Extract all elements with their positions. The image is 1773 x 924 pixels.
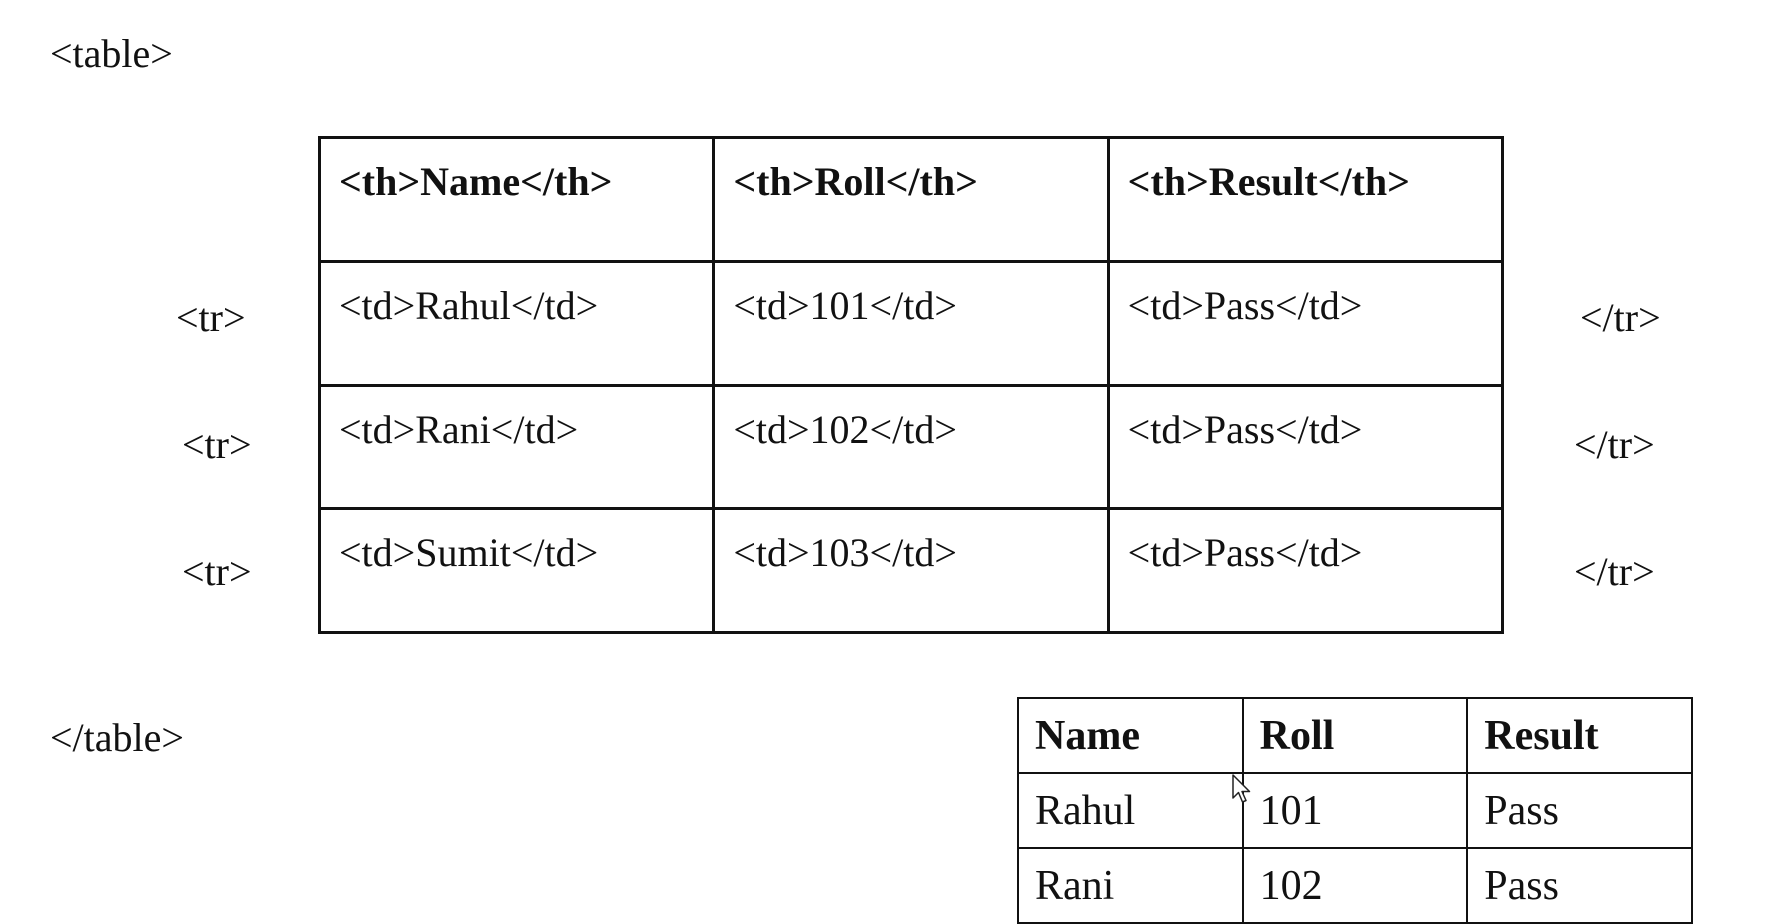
mouse-pointer-icon <box>1232 774 1251 803</box>
tr-open-label-1: <tr> <box>176 295 246 340</box>
diagram-cell: <td>101</td> <box>712 259 1110 387</box>
result-cell: 101 <box>1241 772 1469 849</box>
diagram-cell: <td>Sumit</td> <box>317 507 716 634</box>
diagram-cell: <td>Pass</td> <box>1106 507 1505 634</box>
tr-open-label-2: <tr> <box>182 422 252 467</box>
diagram-row: <td>Rani</td> <td>102</td> <td>Pass</td> <box>317 383 1505 511</box>
result-cell: Rahul <box>1017 772 1244 849</box>
diagram-cell: <td>Pass</td> <box>1106 259 1505 387</box>
result-header-cell: Name <box>1017 697 1244 774</box>
tr-close-label-3: </tr> <box>1574 549 1655 594</box>
diagram-header-cell: <th>Name</th> <box>317 136 716 263</box>
diagram-cell: <td>103</td> <box>712 507 1110 634</box>
table-close-label: </table> <box>50 715 184 760</box>
diagram-row: <td>Sumit</td> <td>103</td> <td>Pass</td… <box>317 507 1505 634</box>
tr-close-label-1: </tr> <box>1580 295 1661 340</box>
diagram-header-row: <th>Name</th> <th>Roll</th> <th>Result</… <box>317 136 1505 263</box>
result-row: Rahul 101 Pass <box>1017 772 1693 849</box>
result-cell: Pass <box>1466 847 1693 924</box>
result-cell: 102 <box>1241 847 1469 924</box>
result-cell: Rani <box>1017 847 1244 924</box>
result-row: Rani 102 Pass <box>1017 847 1693 924</box>
diagram-header-cell: <th>Roll</th> <box>712 136 1110 263</box>
result-header-cell: Roll <box>1241 697 1469 774</box>
diagram-header-cell: <th>Result</th> <box>1106 136 1505 263</box>
html-table-diagram: <th>Name</th> <th>Roll</th> <th>Result</… <box>317 136 1505 634</box>
result-cell: Pass <box>1466 772 1693 849</box>
diagram-cell: <td>Pass</td> <box>1106 383 1505 511</box>
table-open-label: <table> <box>50 31 173 76</box>
result-header-row: Name Roll Result <box>1017 697 1693 774</box>
diagram-cell: <td>Rani</td> <box>317 383 716 511</box>
diagram-cell: <td>102</td> <box>712 383 1110 511</box>
rendered-table-output: Name Roll Result Rahul 101 Pass Rani 102… <box>1017 697 1693 924</box>
tr-close-label-2: </tr> <box>1574 422 1655 467</box>
tr-open-label-3: <tr> <box>182 549 252 594</box>
diagram-cell: <td>Rahul</td> <box>317 259 716 387</box>
result-header-cell: Result <box>1466 697 1693 774</box>
diagram-row: <td>Rahul</td> <td>101</td> <td>Pass</td… <box>317 259 1505 387</box>
